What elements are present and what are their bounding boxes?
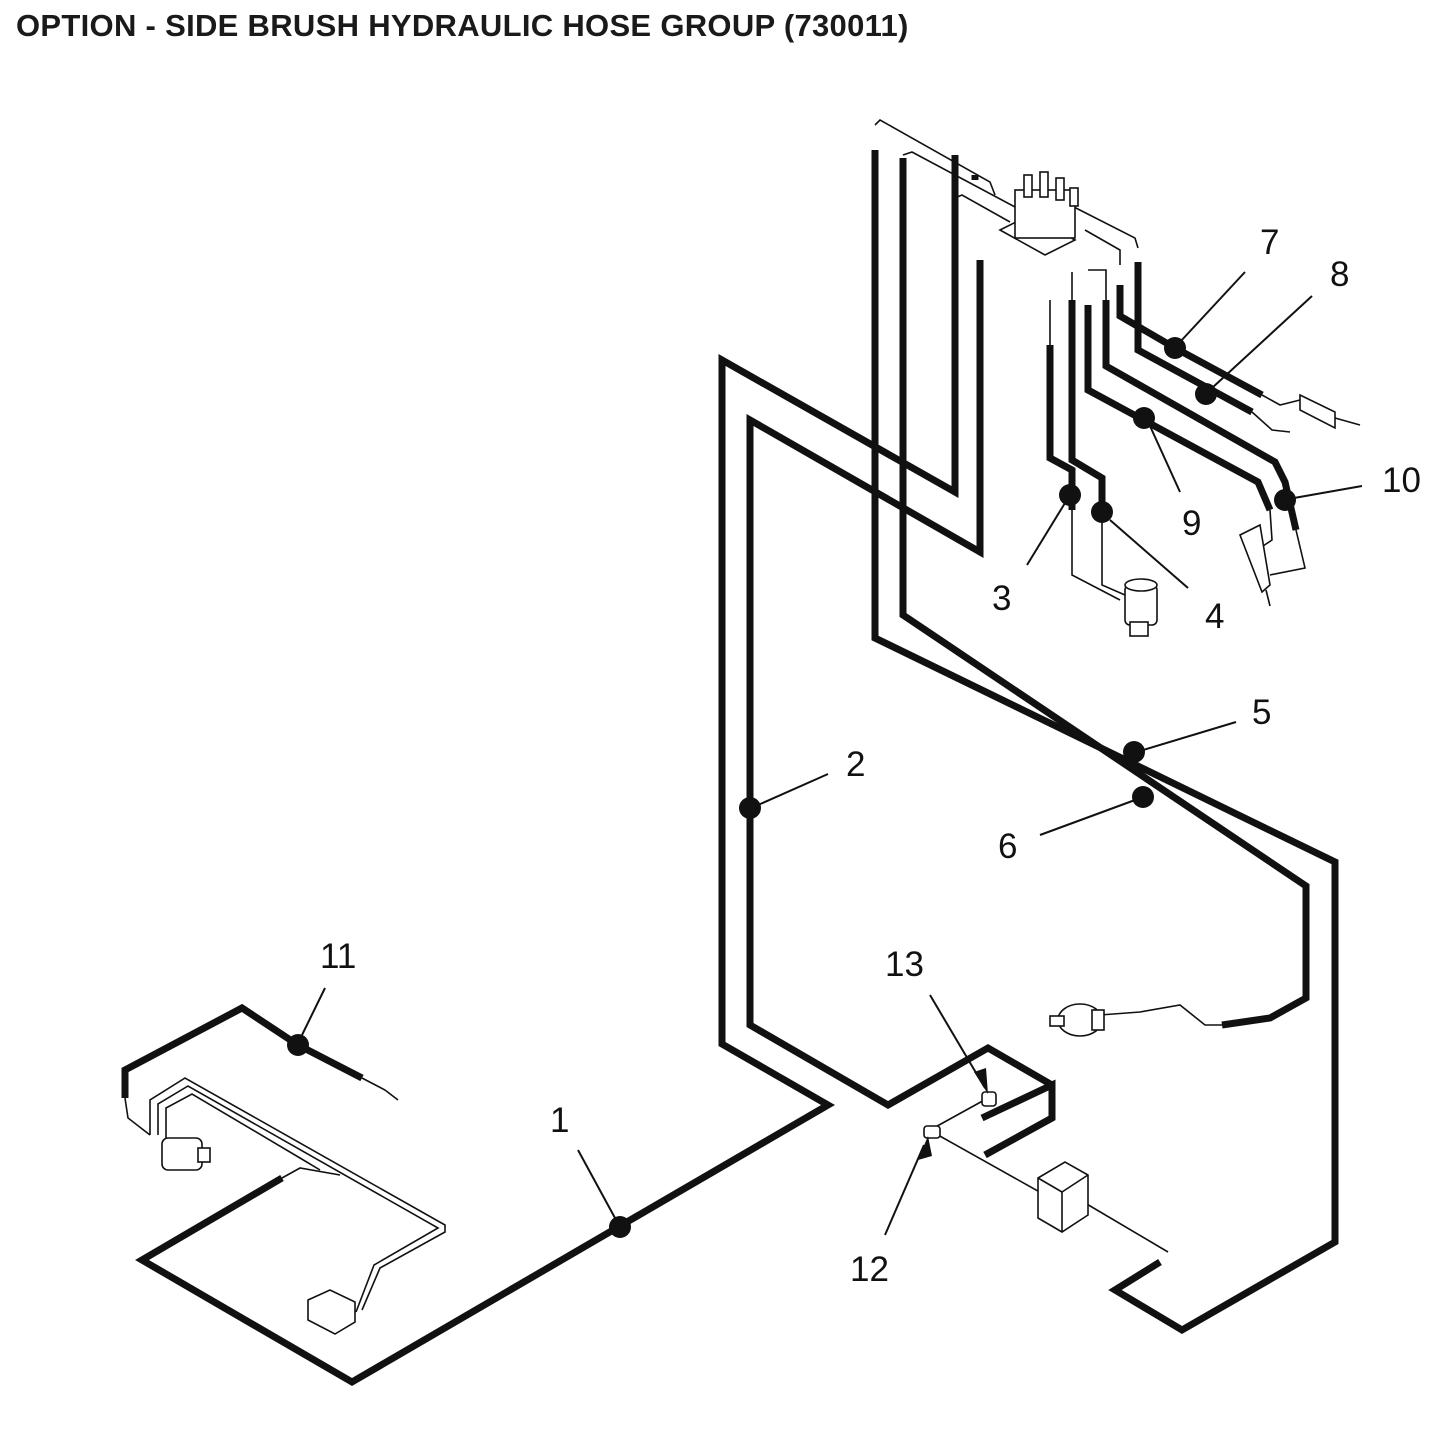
tube-upper-5 [1084, 229, 1121, 265]
marker-7 [1164, 337, 1186, 359]
brush-motor-right [1049, 1003, 1105, 1037]
callout-11: 11 [320, 937, 356, 976]
callout-labels: 1 2 3 4 5 6 7 8 9 10 11 12 13 [320, 223, 1421, 1289]
marker-11 [287, 1034, 309, 1056]
leader-1 [577, 1149, 616, 1219]
callout-1: 1 [550, 1101, 569, 1140]
leader-11 [301, 987, 326, 1036]
tube-right-motor [1099, 1004, 1222, 1026]
callout-3: 3 [992, 579, 1011, 618]
tube-left-5 [281, 1167, 341, 1179]
tube-valve-3 [929, 1097, 989, 1131]
marker-10 [1274, 489, 1296, 511]
callout-6: 6 [998, 827, 1017, 866]
tube-upper-4 [1069, 204, 1139, 249]
hose-4 [1068, 300, 1106, 520]
leader-5 [1142, 721, 1237, 751]
arrow-13 [974, 1068, 988, 1094]
callout-13: 13 [885, 945, 924, 984]
callout-5: 5 [1252, 693, 1271, 732]
leader-9 [1149, 425, 1181, 493]
hose-6 [899, 158, 1310, 1029]
brush-clamp-left [307, 1289, 356, 1335]
fitting-12 [923, 1125, 941, 1139]
hoses [121, 150, 1339, 1387]
marker-8 [1195, 383, 1217, 405]
marker-5 [1123, 741, 1145, 763]
tube-left-4 [124, 1097, 151, 1136]
hose-9 [1084, 305, 1274, 512]
leader-4 [1109, 519, 1189, 589]
hydraulic-cylinder-lower [1238, 523, 1271, 607]
callout-4: 4 [1205, 597, 1224, 636]
callout-2: 2 [846, 745, 865, 784]
marker-2 [739, 797, 761, 819]
components [161, 171, 1361, 1335]
tube-left-2 [157, 1085, 440, 1313]
control-valve [998, 171, 1079, 256]
leader-10 [1293, 485, 1363, 499]
tube-valve-2 [1079, 1199, 1169, 1253]
tube-upper-3 [954, 194, 1011, 223]
tube-motor-4 [1101, 520, 1126, 596]
hose-2 [746, 260, 1056, 1159]
hose-11 [121, 1003, 364, 1098]
tube-upper-2 [902, 151, 1031, 216]
thin-tubes [124, 119, 1306, 1313]
hose-7 [1116, 285, 1264, 399]
tube-left-6 [361, 1077, 399, 1101]
leader-3 [1026, 502, 1066, 566]
hose-1 [135, 155, 959, 1387]
leader-12 [884, 1144, 925, 1236]
marker-9 [1133, 407, 1155, 429]
hose-5 [871, 150, 1339, 1335]
tube-left-1 [149, 1077, 446, 1311]
tube-upper-8 [1088, 269, 1107, 300]
callout-8: 8 [1330, 255, 1349, 294]
leader-6 [1039, 799, 1136, 836]
leader-lines [301, 271, 1363, 1236]
callout-9: 9 [1182, 504, 1201, 543]
callout-7: 7 [1260, 223, 1279, 262]
tube-motor-3 [1071, 510, 1121, 601]
callout-12: 12 [850, 1250, 889, 1289]
hydraulic-cylinder-upper [1299, 393, 1361, 430]
callout-10: 10 [1382, 461, 1421, 500]
diagram-title: OPTION - SIDE BRUSH HYDRAULIC HOSE GROUP… [16, 8, 909, 43]
leader-7 [1179, 271, 1246, 343]
marker-6 [1132, 786, 1154, 808]
marker-3 [1059, 484, 1081, 506]
marker-4 [1091, 501, 1113, 523]
valve-block-lower [1037, 1161, 1089, 1233]
tube-left-3 [165, 1093, 321, 1171]
tube-cyl-right [1251, 394, 1301, 433]
brush-motor-center [1124, 578, 1158, 637]
fitting-13 [981, 1091, 997, 1107]
brush-motor-left [161, 1137, 211, 1171]
leader-8 [1211, 295, 1313, 389]
tube-valve-1 [937, 1134, 1046, 1196]
hose-markers [287, 337, 1296, 1238]
marker-1 [609, 1216, 631, 1238]
tube-upper-1 [874, 119, 996, 196]
leader-2 [757, 773, 829, 806]
arrow-12 [918, 1136, 932, 1160]
